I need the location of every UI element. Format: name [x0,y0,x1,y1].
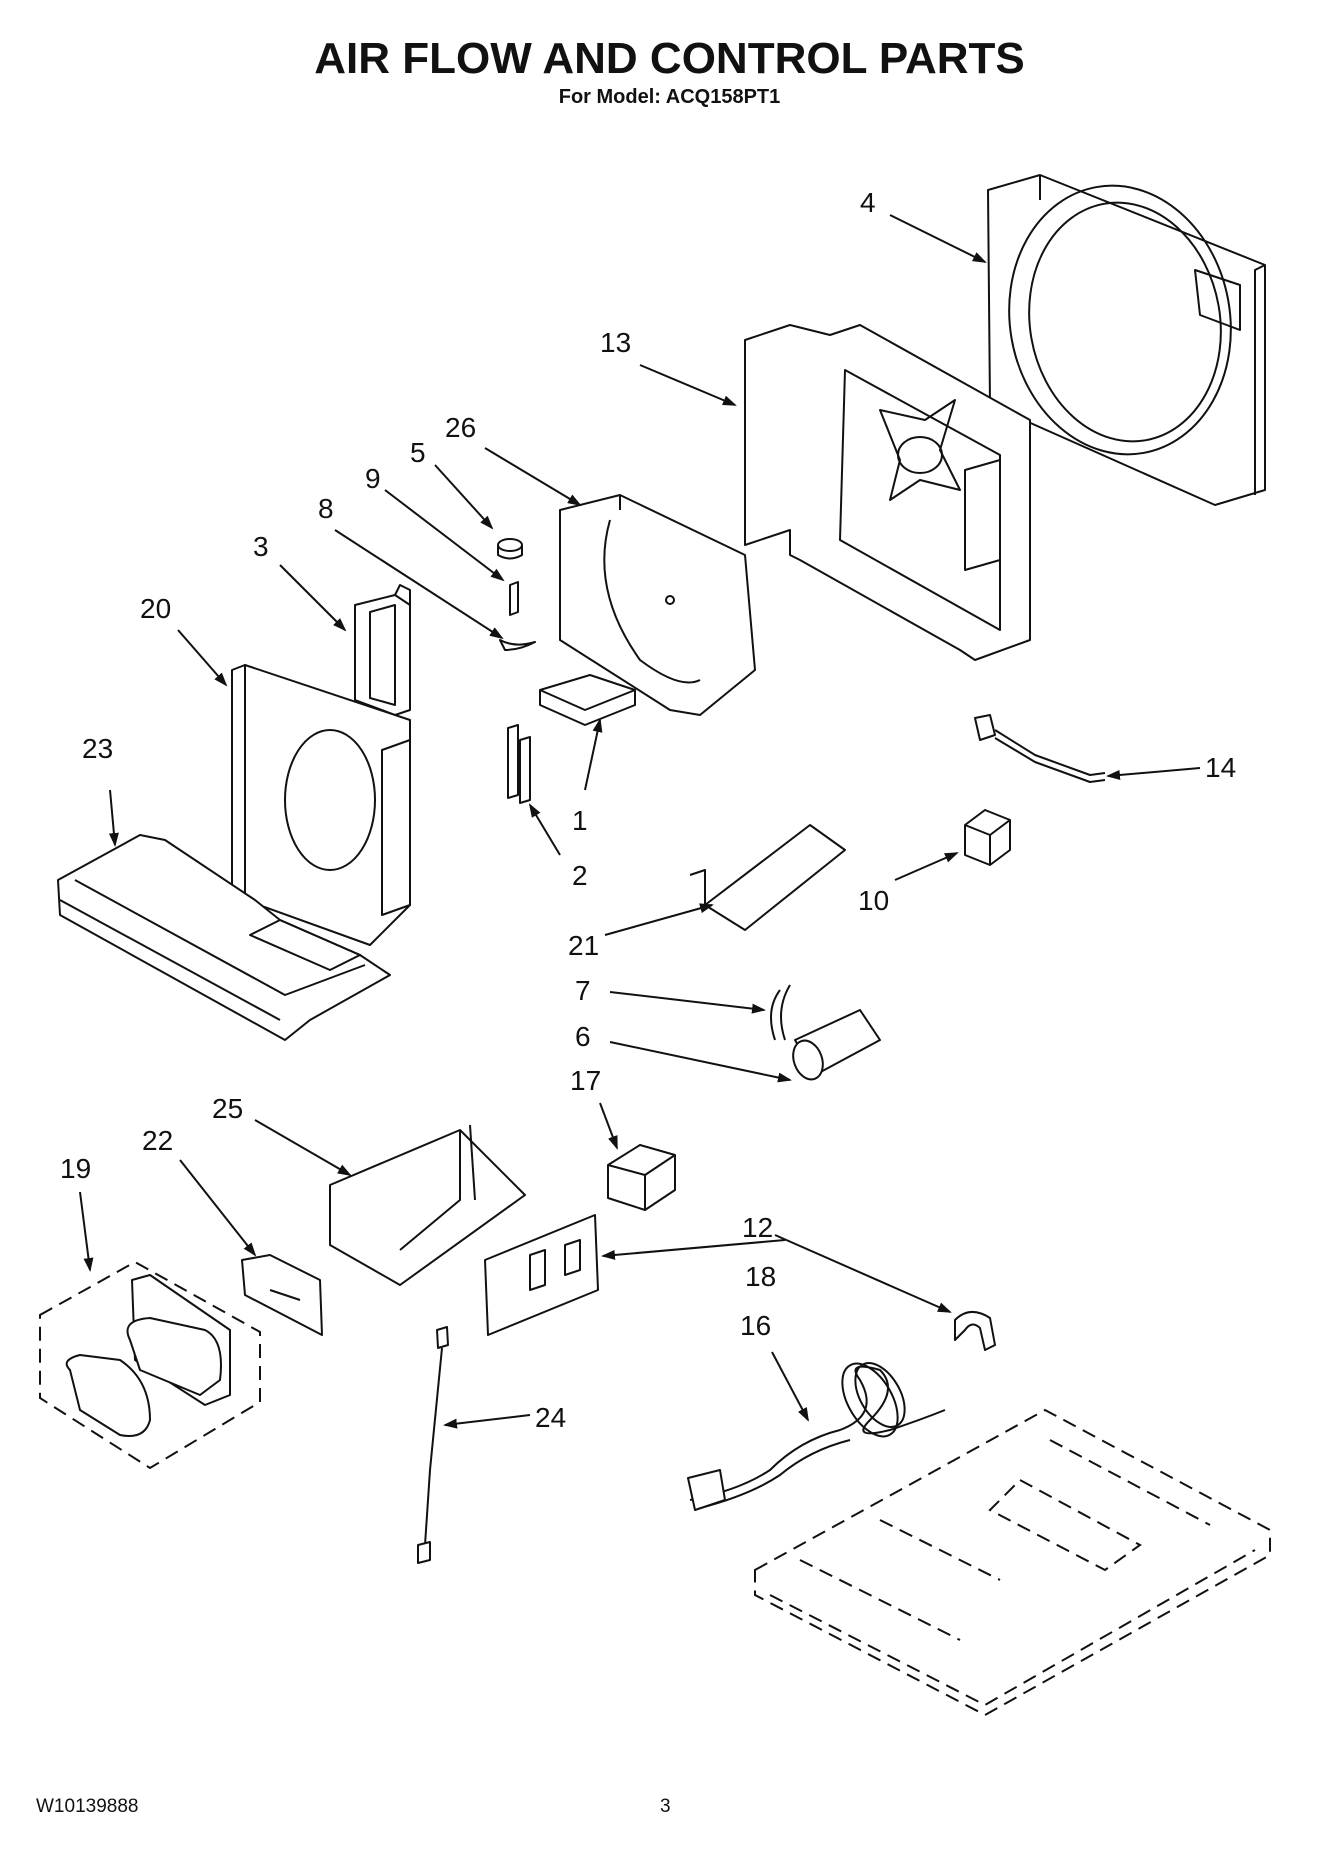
callout-20: 20 [140,593,171,624]
part-22-display [241,1254,323,1336]
page-number: 3 [660,1796,671,1817]
callout-5: 5 [410,437,426,468]
part-19-cover [39,1260,261,1470]
callout-4: 4 [860,187,876,218]
part-4-shroud [987,174,1266,506]
part-17-transformer [607,1144,676,1211]
callout-12: 12 [742,1212,773,1243]
document-number: W10139888 [36,1796,139,1817]
callout-8: 8 [318,493,334,524]
callout-25: 25 [212,1093,243,1124]
page-title: AIR FLOW AND CONTROL PARTS [314,34,1025,83]
callout-26: 26 [445,412,476,443]
callout-16: 16 [740,1310,771,1341]
callout-17: 17 [570,1065,601,1096]
callout-labels: 4 13 26 5 9 8 3 20 23 1 2 14 10 21 7 6 1… [60,187,1236,1433]
part-9-clip [509,581,519,616]
part-13-partition [744,324,1031,661]
callout-22: 22 [142,1125,173,1156]
chassis-outline [754,1408,1271,1717]
callout-2: 2 [572,860,588,891]
part-20-orifice [231,664,411,946]
part-26-scroll [559,494,756,716]
part-5-knob [497,538,523,560]
part-21-trough [689,824,846,931]
part-24-harness [417,1326,449,1564]
model-subtitle: For Model: ACQ158PT1 [558,86,781,108]
callout-18: 18 [745,1261,776,1292]
callout-1: 1 [572,805,588,836]
callout-24: 24 [535,1402,566,1433]
part-14-sensor [974,714,1106,783]
part-2-strip [507,724,531,804]
part-8-spring [499,639,536,651]
part-23-basepan [57,834,391,1041]
callout-23: 23 [82,733,113,764]
part-10-relay [964,809,1011,866]
callout-14: 14 [1205,752,1236,783]
part-1-base [539,674,636,726]
callout-9: 9 [365,463,381,494]
callout-6: 6 [575,1021,591,1052]
callout-21: 21 [568,930,599,961]
part-6-capacitor [792,1009,881,1081]
part-16-powercord [687,1362,946,1511]
callout-3: 3 [253,531,269,562]
part-25-controlbox [329,1124,526,1286]
part-3-bracket [354,584,411,716]
callout-10: 10 [858,885,889,916]
callout-19: 19 [60,1153,91,1184]
part-18-board [484,1214,599,1336]
callout-13: 13 [600,327,631,358]
callout-7: 7 [575,975,591,1006]
part-7-strap [770,984,791,1041]
part-12-clamp [954,1311,996,1351]
leader-lines [79,214,1201,1429]
